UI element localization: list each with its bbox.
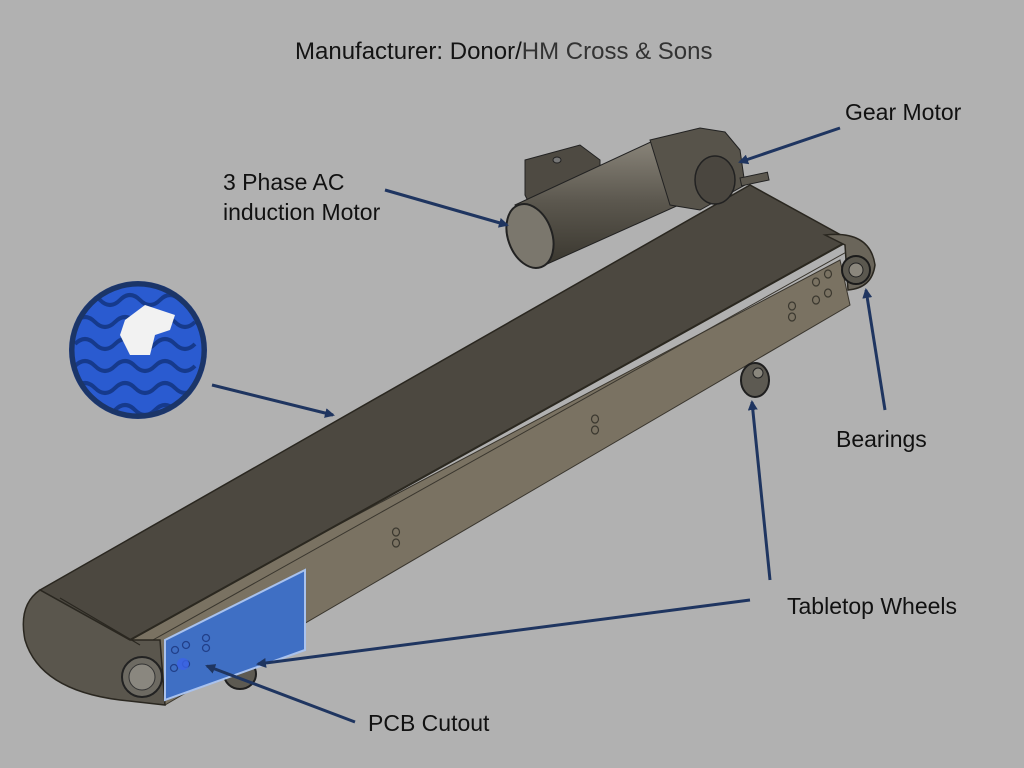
arrow-gear-motor [738,126,841,165]
gear-motor [649,127,770,211]
pcb-cutout-panel [164,568,306,702]
arrow-pcb-cutout [205,664,356,724]
title-suffix: HM Cross & Sons [521,38,713,65]
manufacturer-title: Manufacturer: Donor/HM Cross & Sons [295,38,713,66]
label-tabletop-wheels: Tabletop Wheels [787,593,958,619]
label-bearings: Bearings [836,426,927,452]
arrow-ac-motor [384,188,509,228]
arrow-wheel-rear [747,400,772,581]
bolt-holes [391,269,833,548]
arrow-bearings [862,288,887,411]
title-prefix: Manufacturer: Donor/ [295,38,522,65]
ac-induction-motor [505,139,691,269]
arrow-wheel-front [256,598,751,668]
label-gear-motor: Gear Motor [845,99,962,125]
tabletop-wheel-rear [740,362,770,398]
arrow-belt-detail [211,383,335,418]
belt-detail-inset [69,281,207,419]
label-ac-motor-line2: induction Motor [223,199,381,225]
label-pcb-cutout: PCB Cutout [368,710,490,736]
callout-arrows [205,126,887,724]
label-ac-motor-line1: 3 Phase AC [223,169,345,195]
